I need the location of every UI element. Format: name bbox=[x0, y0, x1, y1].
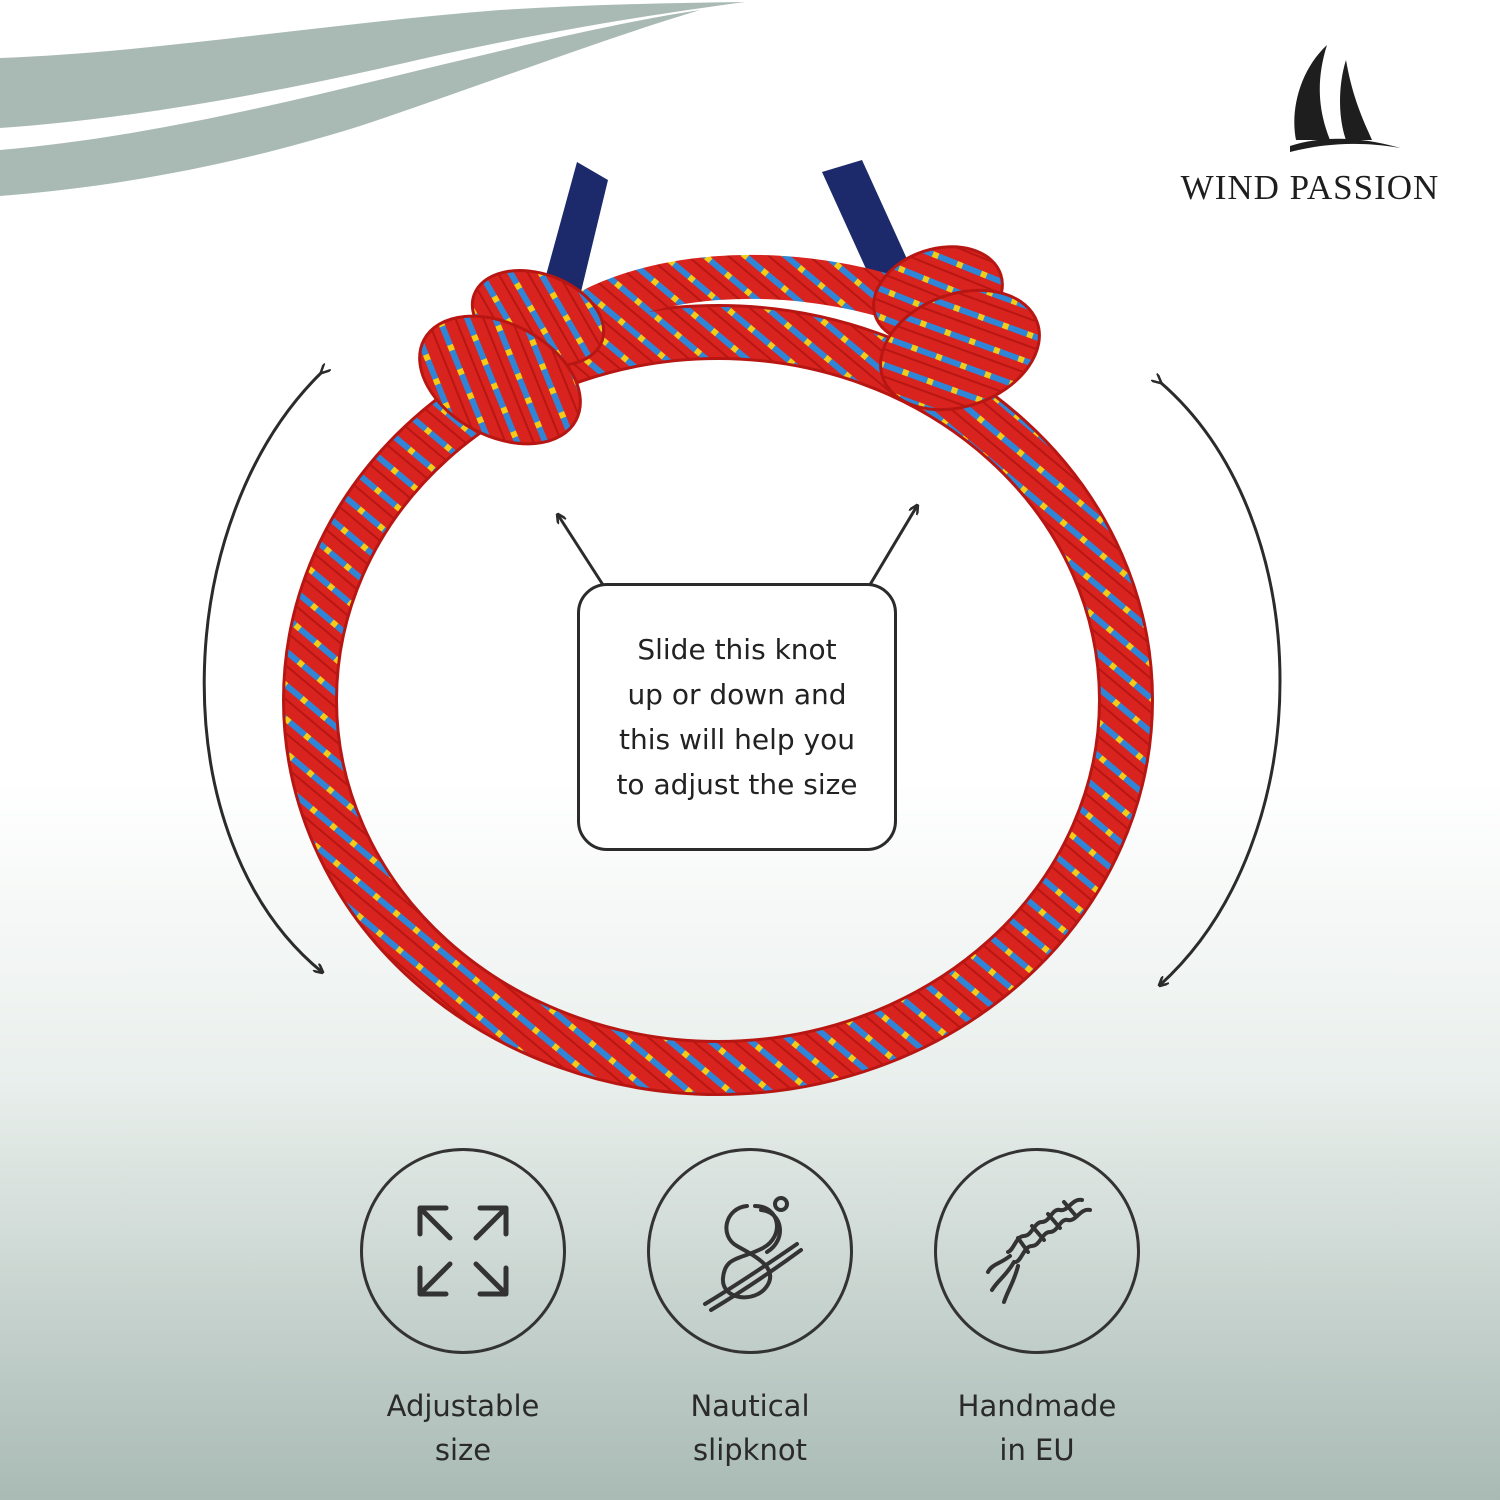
feature-circle bbox=[934, 1148, 1140, 1354]
sailboat-logo-icon bbox=[1290, 45, 1400, 152]
feature-label-handmade: Handmade in EU bbox=[957, 1389, 1117, 1467]
feature-slipknot: Nautical slipknot bbox=[640, 1148, 860, 1472]
pointer-arrow-left bbox=[558, 515, 607, 589]
cord-end-right bbox=[822, 160, 912, 282]
pointer-arrow-right bbox=[866, 506, 917, 589]
size-arrow-right bbox=[1160, 382, 1282, 985]
feature-circle bbox=[647, 1148, 853, 1354]
knot-right bbox=[872, 245, 1041, 412]
feature-label-adjustable: Adjustable size bbox=[386, 1389, 540, 1467]
brand-name: WIND PASSION bbox=[1180, 168, 1440, 207]
feature-label-slipknot: Nautical slipknot bbox=[690, 1389, 810, 1467]
wave-decoration bbox=[0, 0, 745, 196]
size-arrow-left bbox=[202, 372, 322, 972]
figure-eight-knot-icon bbox=[703, 1196, 803, 1312]
feature-adjustable: Adjustable size bbox=[353, 1148, 573, 1472]
callout-text: Slide this knot up or down and this will… bbox=[616, 633, 858, 801]
expand-arrows-icon bbox=[417, 1205, 509, 1297]
twisted-rope-icon bbox=[986, 1197, 1092, 1304]
cord-end-left bbox=[542, 162, 608, 296]
knot-left bbox=[418, 269, 606, 446]
feature-circle bbox=[360, 1148, 566, 1354]
instruction-callout: Slide this knot up or down and this will… bbox=[577, 583, 897, 851]
feature-handmade: Handmade in EU bbox=[927, 1148, 1147, 1472]
